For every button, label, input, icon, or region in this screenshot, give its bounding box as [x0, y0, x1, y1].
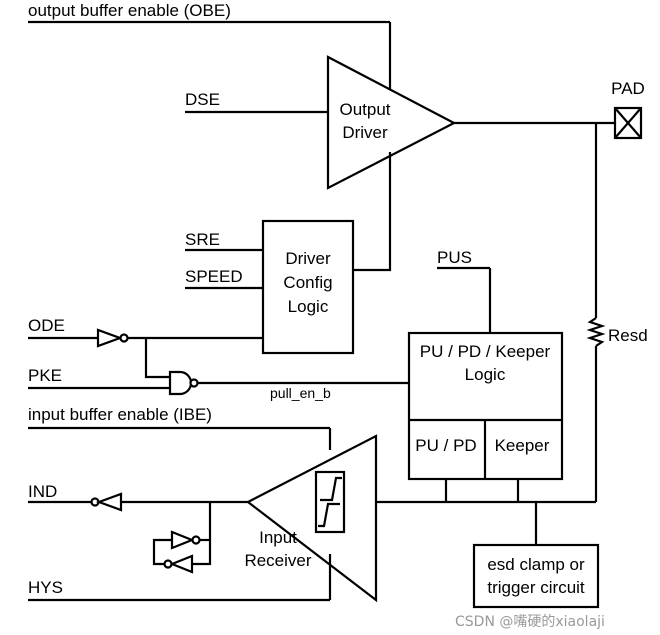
output-driver-label-1: Output [339, 100, 390, 119]
input-receiver-label-1: Input [259, 528, 297, 547]
latch-right-wire [192, 540, 212, 566]
hysteresis-curve-2 [318, 502, 340, 528]
latch-inverter-top-bubble [191, 535, 201, 545]
pu-pd-keeper-logic-label-2: Logic [465, 365, 506, 384]
obe-label: output buffer enable (OBE) [28, 1, 231, 20]
speed-label: SPEED [185, 267, 243, 286]
hysteresis-curve-1 [320, 476, 342, 502]
esd-clamp-block [472, 543, 600, 609]
input-receiver [245, 434, 378, 603]
esd-label-1: esd clamp or [487, 555, 585, 574]
input-receiver-label-2: Receiver [244, 551, 311, 570]
dse-label: DSE [185, 90, 220, 109]
latch-left-wire [152, 538, 172, 566]
esd-label-2: trigger circuit [487, 578, 585, 597]
watermark: CSDN @嘴硬的xiaolaji [455, 614, 605, 630]
nand-bubble [189, 378, 199, 388]
pu-pd-keeper-logic-label-1: PU / PD / Keeper [420, 342, 551, 361]
pad-cross-2 [614, 107, 642, 139]
driver-config-logic [261, 219, 355, 355]
sre-label: SRE [185, 230, 220, 249]
ind-inverter [95, 492, 123, 512]
hysteresis-symbol [314, 470, 346, 534]
pad-label: PAD [611, 79, 645, 98]
latch-inverter-top [170, 530, 195, 550]
latch-inverter-bottom [169, 554, 194, 574]
ibe-label: input buffer enable (IBE) [28, 405, 212, 424]
resd-label: Resd [608, 326, 648, 345]
driver-config-label-3: Logic [288, 297, 329, 316]
driver-config-label-2: Config [283, 273, 332, 292]
config-to-driver-wire [353, 152, 392, 272]
pus-label: PUS [437, 248, 472, 267]
driver-config-label-1: Driver [285, 249, 331, 268]
pke-label: PKE [28, 366, 62, 385]
keeper-label: Keeper [495, 436, 550, 455]
ode-to-nand-wire [144, 338, 170, 379]
pu-pd-label: PU / PD [415, 436, 476, 455]
pull-en-b-label: pull_en_b [270, 385, 331, 401]
ode-inverter-bubble [119, 333, 129, 343]
hys-label: HYS [28, 578, 63, 597]
ind-label: IND [28, 482, 57, 501]
ode-inverter [96, 328, 124, 348]
output-driver-label-2: Driver [342, 123, 388, 142]
nand-gate [168, 370, 193, 396]
resd-resistor [586, 317, 606, 347]
ode-label: ODE [28, 316, 65, 335]
latch-inverter-bottom-bubble [163, 559, 173, 569]
